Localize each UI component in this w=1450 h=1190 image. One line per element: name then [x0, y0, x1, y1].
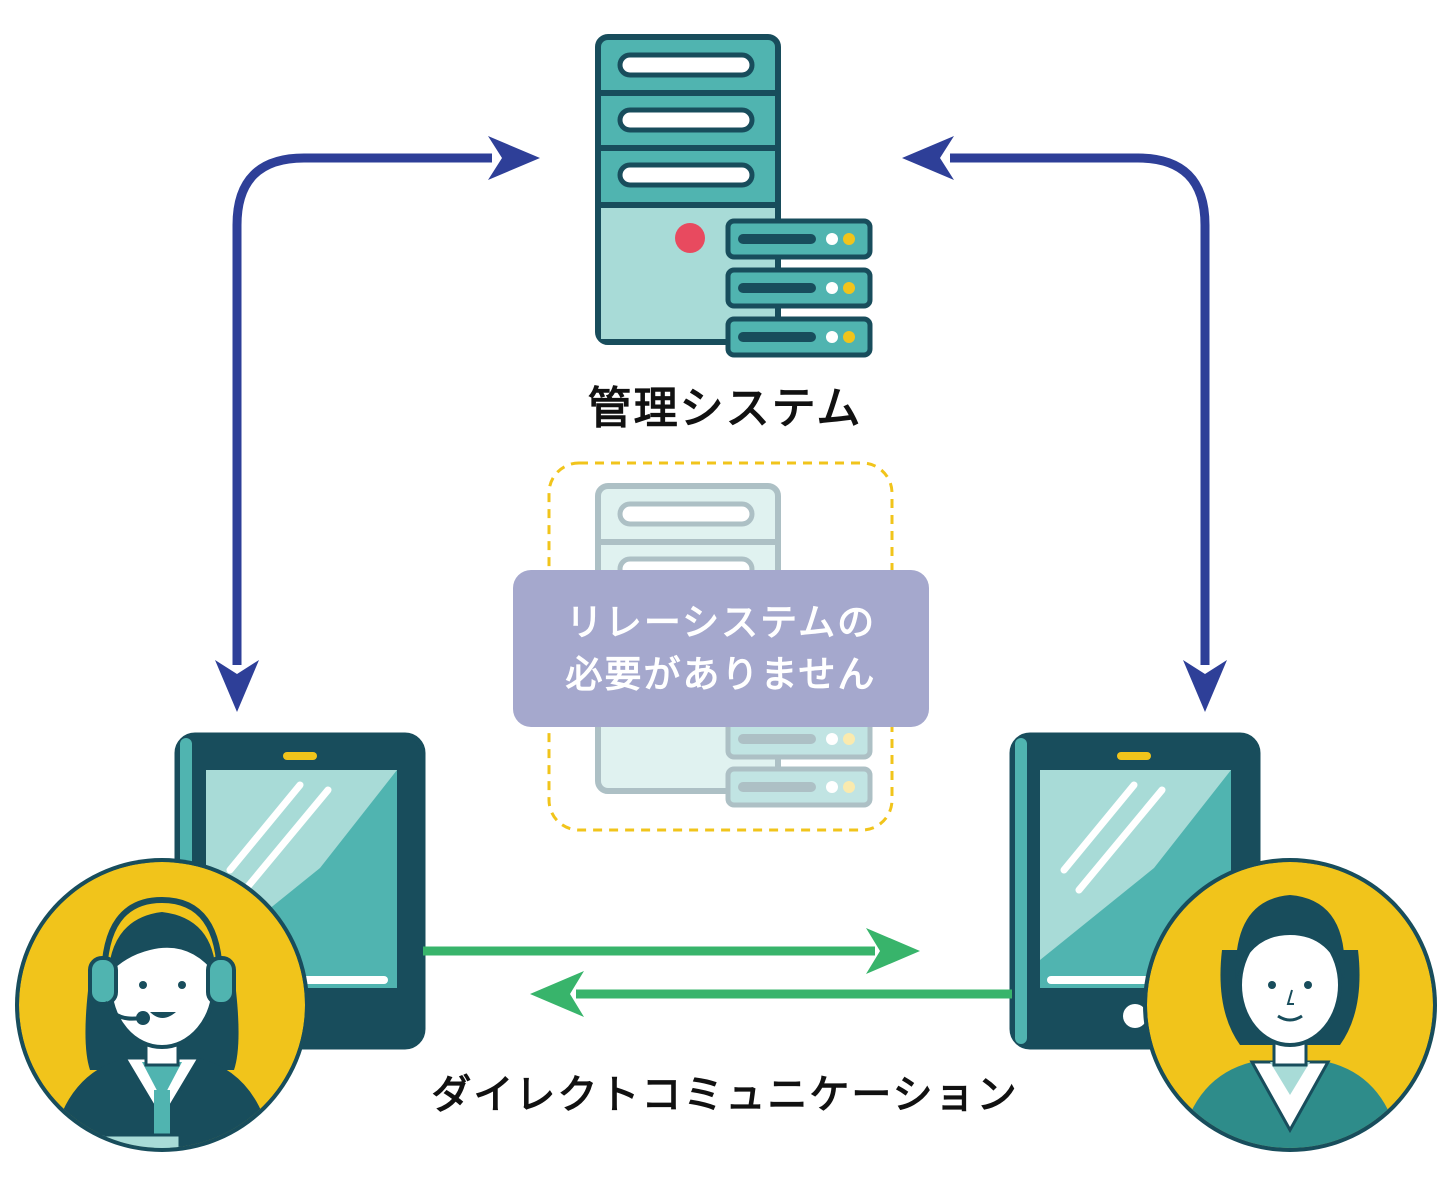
management-system-label: 管理システム — [587, 383, 863, 434]
direct-communication-label: ダイレクトコミュニケーション — [431, 1072, 1019, 1118]
direct-link-arrow-left — [530, 971, 1012, 1017]
user-avatar — [1143, 858, 1437, 1152]
management-server-icon — [595, 34, 873, 358]
relay-not-needed-note: リレーシステムの 必要がありません — [513, 570, 929, 727]
relay-note-line-1: リレーシステムの — [565, 600, 877, 644]
direct-link-arrow-right — [423, 928, 920, 974]
right-server-link-arrow — [902, 136, 1227, 712]
left-server-link-arrow — [215, 136, 540, 712]
relay-note-line-2: 必要がありません — [565, 652, 877, 696]
operator-avatar — [15, 858, 309, 1152]
